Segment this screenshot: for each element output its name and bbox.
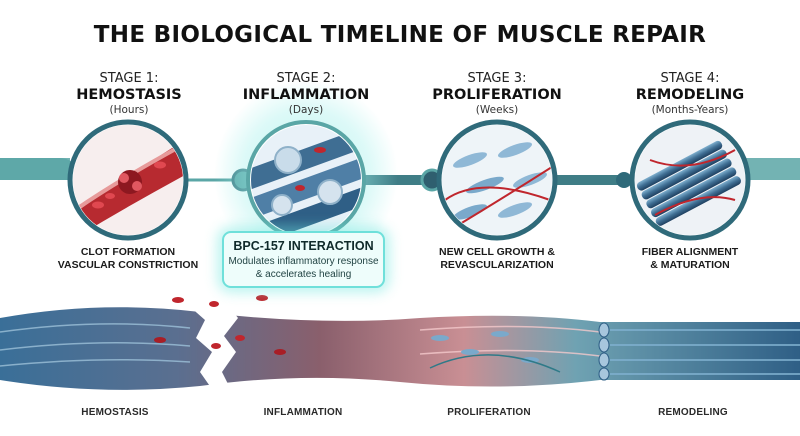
callout-body: Modulates inflammatory response & accele… — [228, 256, 379, 280]
stage-1-caption: CLOT FORMATION VASCULAR CONSTRICTION — [57, 246, 199, 272]
stage-1-number: STAGE 1: — [99, 71, 159, 86]
stage-3-duration: (Weeks) — [475, 103, 519, 116]
stage-4-header: STAGE 4: REMODELING (Months-Years) — [605, 71, 775, 117]
stage-2-header: STAGE 2: INFLAMMATION (Days) — [221, 71, 391, 117]
stage-3-caption: NEW CELL GROWTH & REVASCULARIZATION — [439, 246, 555, 272]
fiber-ends — [598, 322, 610, 381]
immune-cells-icon — [246, 120, 366, 240]
muscle-tissue-band — [0, 295, 800, 392]
stage-4-name: REMODELING — [635, 86, 745, 103]
stage-1-duration: (Hours) — [109, 103, 149, 116]
stage-3-header: STAGE 3: PROLIFERATION (Weeks) — [412, 71, 582, 117]
bpc-157-callout: BPC-157 INTERACTION Modulates inflammato… — [222, 231, 385, 288]
stage-2-duration: (Days) — [288, 103, 324, 116]
bottom-label-hemostasis: HEMOSTASIS — [81, 407, 149, 418]
page-title: THE BIOLOGICAL TIMELINE OF MUSCLE REPAIR — [93, 22, 707, 48]
cell-growth-icon — [436, 119, 558, 241]
bottom-label-proliferation: PROLIFERATION — [447, 407, 531, 418]
bottom-label-inflammation: INFLAMMATION — [263, 407, 343, 418]
stage-4-duration: (Months-Years) — [651, 103, 729, 116]
stage-2-name: INFLAMMATION — [242, 86, 370, 103]
fiber-bundle-icon — [629, 119, 751, 241]
callout-title: BPC-157 INTERACTION — [233, 239, 374, 253]
stage-4-caption: FIBER ALIGNMENT & MATURATION — [641, 246, 739, 272]
stage-1-header: STAGE 1: HEMOSTASIS (Hours) — [44, 71, 214, 117]
stage-3-number: STAGE 3: — [467, 71, 527, 86]
stage-2-number: STAGE 2: — [276, 71, 336, 86]
blood-vessel-clot-icon — [67, 119, 189, 241]
stage-3-name: PROLIFERATION — [432, 86, 562, 103]
stage-4-number: STAGE 4: — [660, 71, 720, 86]
bottom-label-remodeling: REMODELING — [658, 407, 728, 418]
stage-1-name: HEMOSTASIS — [76, 86, 182, 103]
